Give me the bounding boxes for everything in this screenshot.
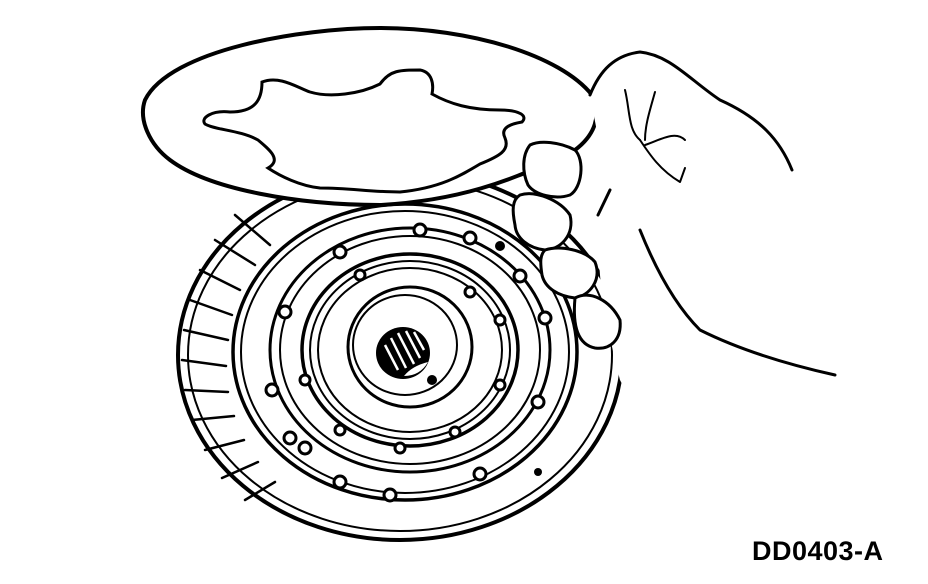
figure-id-label: DD0403-A [752, 536, 884, 566]
hand [511, 50, 928, 584]
friction-plate [141, 25, 599, 208]
